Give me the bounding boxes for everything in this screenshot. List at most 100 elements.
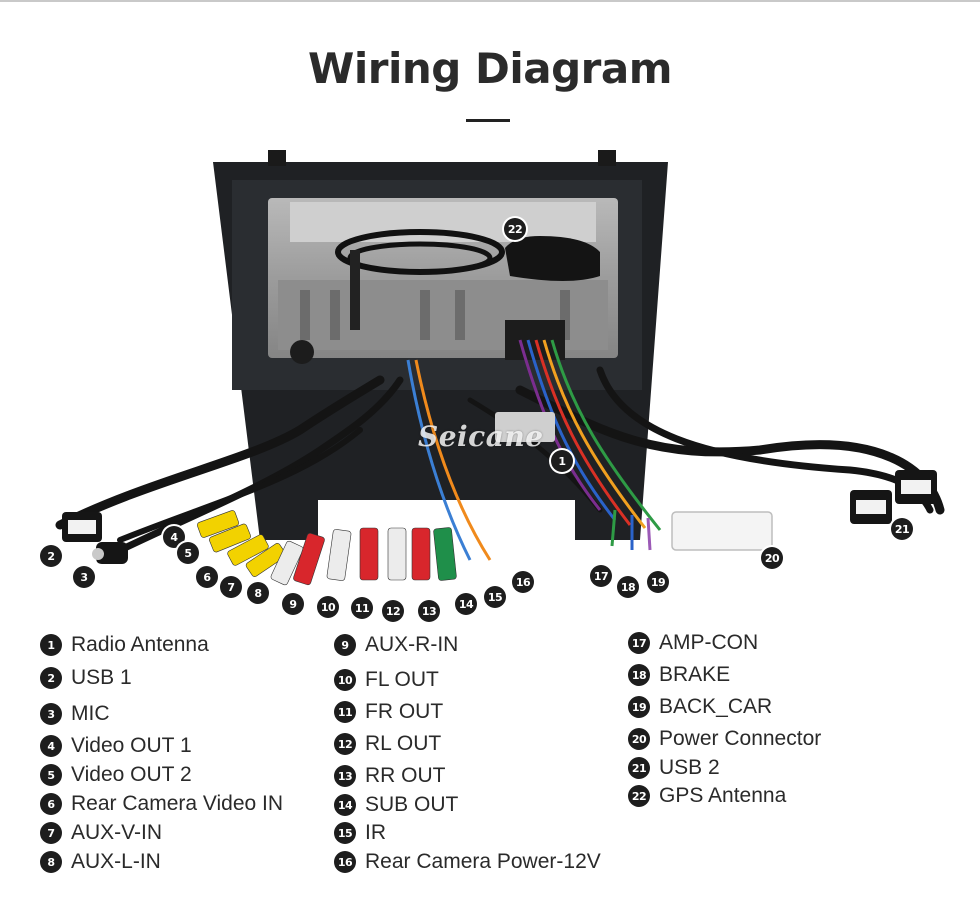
legend-number-badge: 21	[628, 757, 650, 779]
legend-label: AMP-CON	[659, 631, 759, 654]
diagram-marker-5: 5	[177, 542, 199, 564]
legend-item-12: 12 RL OUT	[334, 732, 441, 756]
legend-item-5: 5 Video OUT 2	[40, 763, 192, 787]
diagram-marker-4: 4	[163, 526, 185, 548]
legend-label: GPS Antenna	[659, 784, 787, 807]
diagram-marker-18: 18	[617, 576, 639, 598]
legend-number-badge: 19	[628, 696, 650, 718]
legend-item-19: 19 BACK_CAR	[628, 695, 772, 719]
legend-label: AUX-V-IN	[71, 821, 163, 844]
legend-label: AUX-R-IN	[365, 633, 459, 656]
legend-number-badge: 9	[334, 634, 356, 656]
legend-label: RR OUT	[365, 764, 446, 787]
legend-number-badge: 13	[334, 765, 356, 787]
title-underline	[466, 119, 510, 122]
legend-number-badge: 10	[334, 669, 356, 691]
legend-number-badge: 17	[628, 632, 650, 654]
diagram-marker-17: 17	[590, 565, 612, 587]
usb-1-connector	[62, 512, 102, 542]
diagram-marker-11: 11	[351, 597, 373, 619]
legend-label: FL OUT	[365, 668, 439, 691]
legend-number-badge: 11	[334, 701, 356, 723]
power-connector	[671, 511, 773, 551]
diagram-marker-22: 22	[504, 218, 526, 240]
diagram-marker-1: 1	[551, 450, 573, 472]
legend-label: USB 1	[71, 666, 132, 689]
legend-item-3: 3 MIC	[40, 702, 110, 726]
brand-watermark: Seicane	[418, 420, 544, 453]
diagram-marker-3: 3	[73, 566, 95, 588]
legend-number-badge: 14	[334, 794, 356, 816]
legend-number-badge: 7	[40, 822, 62, 844]
legend-label: Rear Camera Video IN	[71, 792, 284, 815]
diagram-marker-21: 21	[891, 518, 913, 540]
legend-number-badge: 18	[628, 664, 650, 686]
legend-item-6: 6 Rear Camera Video IN	[40, 792, 283, 816]
legend-number-badge: 4	[40, 735, 62, 757]
legend-label: SUB OUT	[365, 793, 459, 816]
legend-number-badge: 20	[628, 728, 650, 750]
legend-item-1: 1 Radio Antenna	[40, 633, 209, 657]
page-title: Wiring Diagram	[308, 44, 672, 93]
legend-item-17: 17 AMP-CON	[628, 631, 758, 655]
legend-item-18: 18 BRAKE	[628, 663, 730, 687]
diagram-marker-20: 20	[761, 547, 783, 569]
legend-label: FR OUT	[365, 700, 444, 723]
legend-label: BACK_CAR	[659, 695, 773, 718]
legend-item-11: 11 FR OUT	[334, 700, 443, 724]
legend-number-badge: 12	[334, 733, 356, 755]
gps-antenna	[335, 229, 600, 281]
diagram-marker-15: 15	[484, 586, 506, 608]
legend-item-22: 22 GPS Antenna	[628, 784, 786, 808]
diagram-marker-6: 6	[196, 566, 218, 588]
wifi-antenna	[350, 250, 360, 330]
diagram-marker-16: 16	[512, 571, 534, 593]
legend-label: RL OUT	[365, 732, 442, 755]
legend-item-9: 9 AUX-R-IN	[334, 633, 458, 657]
legend-item-4: 4 Video OUT 1	[40, 734, 192, 758]
legend-label: IR	[365, 821, 386, 844]
legend-label: Power Connector	[659, 727, 822, 750]
legend-label: MIC	[71, 702, 110, 725]
legend-number-badge: 1	[40, 634, 62, 656]
legend-item-7: 7 AUX-V-IN	[40, 821, 162, 845]
legend-item-16: 16 Rear Camera Power-12V	[334, 850, 601, 874]
diagram-marker-8: 8	[247, 582, 269, 604]
diagram-marker-10: 10	[317, 596, 339, 618]
diagram-marker-9: 9	[282, 593, 304, 615]
diagram-marker-7: 7	[220, 576, 242, 598]
rca-connectors	[197, 510, 457, 586]
legend-label: AUX-L-IN	[71, 850, 161, 873]
legend-item-2: 2 USB 1	[40, 666, 132, 690]
legend-item-14: 14 SUB OUT	[334, 793, 458, 817]
legend-item-21: 21 USB 2	[628, 756, 720, 780]
radio-antenna-connector	[495, 412, 555, 442]
legend-item-13: 13 RR OUT	[334, 764, 446, 788]
legend-label: Rear Camera Power-12V	[365, 850, 601, 873]
legend-label: Radio Antenna	[71, 633, 209, 656]
legend-number-badge: 3	[40, 703, 62, 725]
diagram-marker-2: 2	[40, 545, 62, 567]
legend-item-15: 15 IR	[334, 821, 386, 845]
legend-number-badge: 15	[334, 822, 356, 844]
wiring-diagram-illustration	[55, 150, 945, 586]
legend-number-badge: 16	[334, 851, 356, 873]
legend-label: Video OUT 1	[71, 734, 192, 757]
colored-wire-loom	[406, 339, 662, 561]
diagram-marker-13: 13	[418, 600, 440, 622]
usb-2-connectors	[850, 470, 937, 524]
top-divider	[0, 0, 980, 2]
legend-item-10: 10 FL OUT	[334, 668, 439, 692]
loose-wire-tips	[610, 509, 652, 551]
legend-label: Video OUT 2	[71, 763, 192, 786]
legend-label: BRAKE	[659, 663, 731, 686]
legend-number-badge: 6	[40, 793, 62, 815]
diagram-marker-12: 12	[382, 600, 404, 622]
diagram-marker-19: 19	[647, 571, 669, 593]
legend-number-badge: 22	[628, 785, 650, 807]
legend-number-badge: 2	[40, 667, 62, 689]
head-unit-chassis	[268, 198, 618, 364]
legend-number-badge: 8	[40, 851, 62, 873]
legend-item-20: 20 Power Connector	[628, 727, 821, 751]
legend-label: USB 2	[659, 756, 720, 779]
